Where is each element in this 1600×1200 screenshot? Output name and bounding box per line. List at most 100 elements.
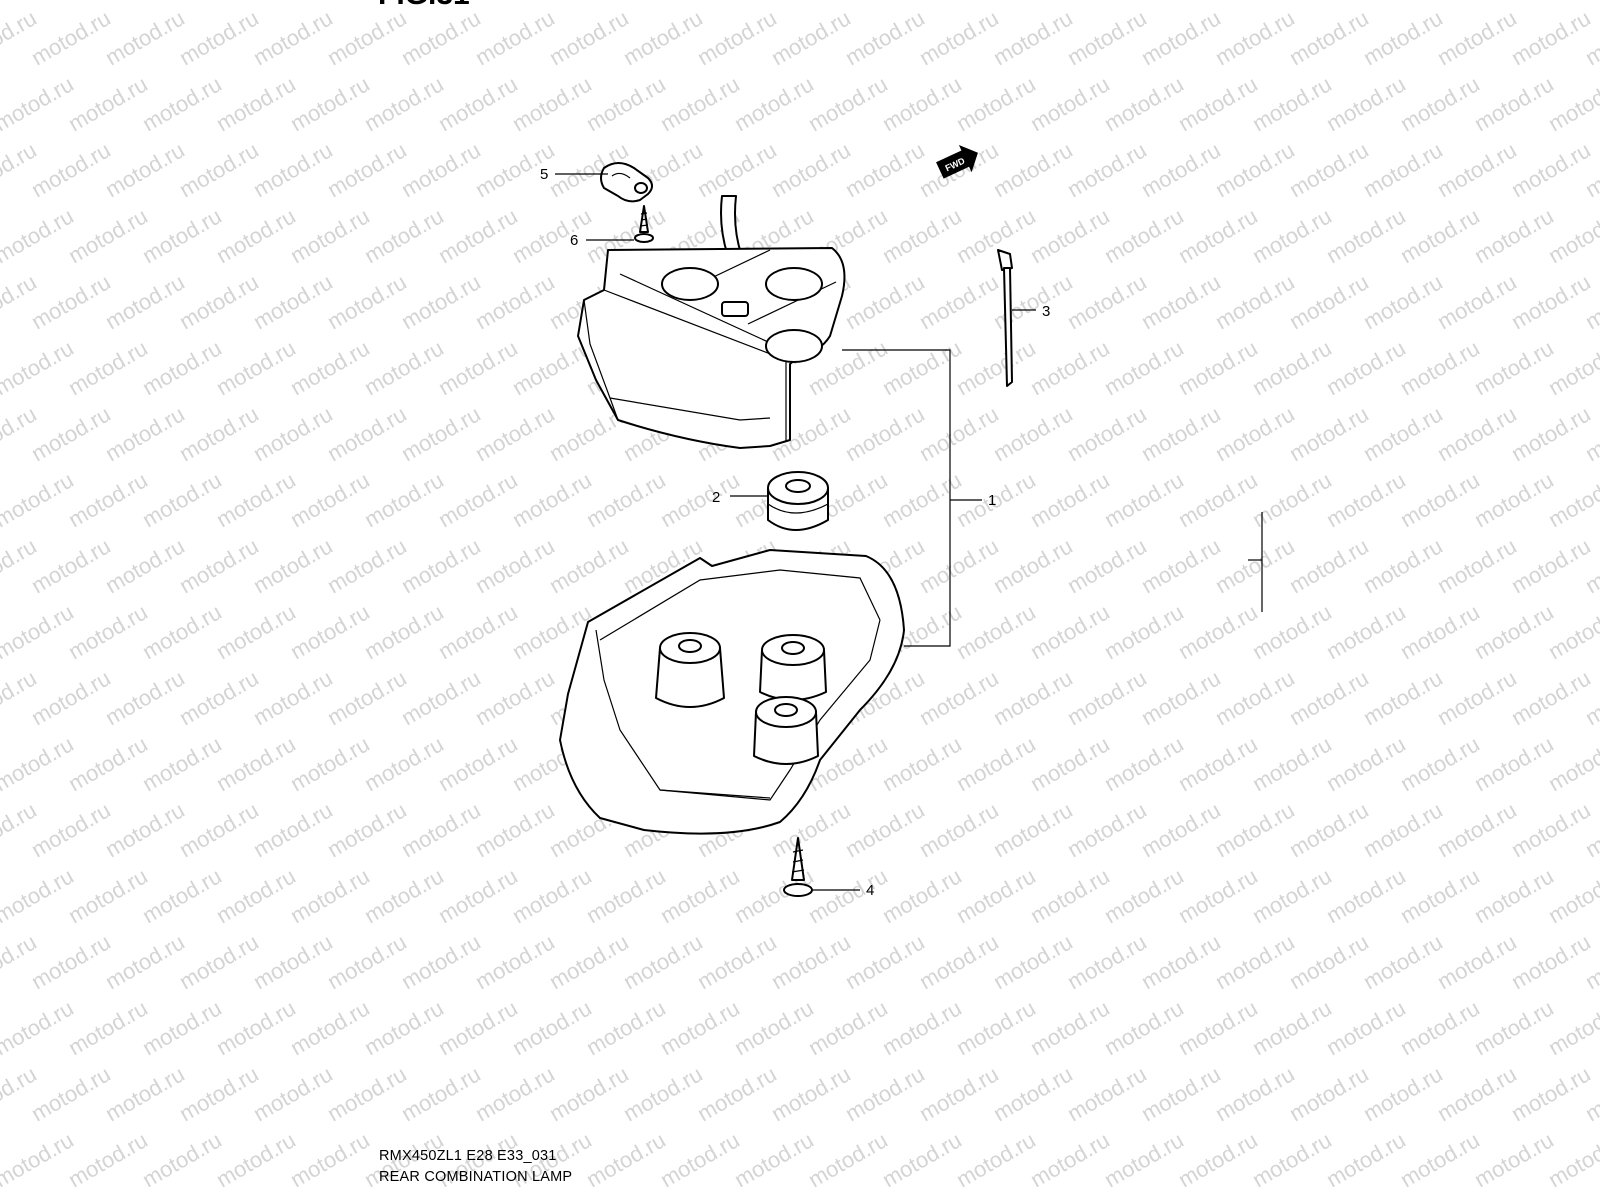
watermark-text-375: motod.ru: [989, 797, 1077, 862]
watermark-text-100: motod.ru: [138, 71, 226, 136]
watermark-text-478: motod.ru: [1507, 1061, 1595, 1126]
watermark-text-104: motod.ru: [434, 71, 522, 136]
watermark-text-243: motod.ru: [64, 467, 152, 532]
watermark-text-314: motod.ru: [27, 665, 115, 730]
watermark-text-449: motod.ru: [1100, 995, 1188, 1060]
watermark-text-124: motod.ru: [175, 137, 263, 202]
watermark-text-91: motod.ru: [1285, 5, 1373, 70]
watermark-text-303: motod.ru: [952, 599, 1040, 664]
watermark-text-207: motod.ru: [952, 335, 1040, 400]
watermark-text-359: motod.ru: [1544, 731, 1600, 796]
watermark-text-59: motod.ru: [656, 0, 744, 4]
watermark-text-352: motod.ru: [1026, 731, 1114, 796]
watermark-text-468: motod.ru: [767, 1061, 855, 1126]
watermark-text-231: motod.ru: [989, 401, 1077, 466]
watermark-text-460: motod.ru: [175, 1061, 263, 1126]
watermark-text-99: motod.ru: [64, 71, 152, 136]
watermark-text-462: motod.ru: [323, 1061, 411, 1126]
watermark-text-284: motod.ru: [1359, 533, 1447, 598]
watermark-text-256: motod.ru: [1026, 467, 1114, 532]
watermark-text-513: motod.ru: [545, 1193, 633, 1200]
watermark-text-413: motod.ru: [249, 929, 337, 994]
watermark-text-465: motod.ru: [545, 1061, 633, 1126]
watermark-text-368: motod.ru: [471, 797, 559, 862]
watermark-text-257: motod.ru: [1100, 467, 1188, 532]
watermark-text-388: motod.ru: [138, 863, 226, 928]
watermark-text-110: motod.ru: [878, 71, 966, 136]
fwd-arrow-icon: FWD: [936, 145, 978, 179]
watermark-text-482: motod.ru: [0, 1127, 78, 1192]
watermark-text-472: motod.ru: [1063, 1061, 1151, 1126]
watermark-text-246: motod.ru: [286, 467, 374, 532]
watermark-text-499: motod.ru: [1248, 1127, 1336, 1192]
watermark-text-492: motod.ru: [730, 1127, 818, 1192]
watermark-text-245: motod.ru: [212, 467, 300, 532]
watermark-text-395: motod.ru: [656, 863, 744, 928]
watermark-text-484: motod.ru: [138, 1127, 226, 1192]
watermark-text-272: motod.ru: [471, 533, 559, 598]
watermark-text-211: motod.ru: [1248, 335, 1336, 400]
watermark-text-161: motod.ru: [1100, 203, 1188, 268]
watermark-text-165: motod.ru: [1396, 203, 1484, 268]
watermark-text-340: motod.ru: [138, 731, 226, 796]
watermark-text-50: motod.ru: [0, 0, 78, 4]
watermark-text-54: motod.ru: [286, 0, 374, 4]
watermark-text-182: motod.ru: [915, 269, 1003, 334]
watermark-text-282: motod.ru: [1211, 533, 1299, 598]
watermark-text-496: motod.ru: [1026, 1127, 1114, 1192]
watermark-text-281: motod.ru: [1137, 533, 1225, 598]
watermark-text-391: motod.ru: [360, 863, 448, 928]
watermark-text-220: motod.ru: [175, 401, 263, 466]
watermark-text-471: motod.ru: [989, 1061, 1077, 1126]
watermark-text-186: motod.ru: [1211, 269, 1299, 334]
watermark-text-405: motod.ru: [1396, 863, 1484, 928]
watermark-text-357: motod.ru: [1396, 731, 1484, 796]
watermark-text-510: motod.ru: [323, 1193, 411, 1200]
watermark-text-279: motod.ru: [989, 533, 1077, 598]
watermark-text-318: motod.ru: [323, 665, 411, 730]
watermark-text-458: motod.ru: [27, 1061, 115, 1126]
watermark-text-459: motod.ru: [101, 1061, 189, 1126]
watermark-text-310: motod.ru: [1470, 599, 1558, 664]
watermark-text-448: motod.ru: [1026, 995, 1114, 1060]
watermark-text-184: motod.ru: [1063, 269, 1151, 334]
watermark-text-189: motod.ru: [1433, 269, 1521, 334]
watermark-text-429: motod.ru: [1433, 929, 1521, 994]
watermark-text-115: motod.ru: [1248, 71, 1336, 136]
watermark-text-286: motod.ru: [1507, 533, 1595, 598]
watermark-text-153: motod.ru: [508, 203, 596, 268]
watermark-text-86: motod.ru: [915, 5, 1003, 70]
watermark-text-461: motod.ru: [249, 1061, 337, 1126]
watermark-text-425: motod.ru: [1137, 929, 1225, 994]
watermark-text-107: motod.ru: [656, 71, 744, 136]
watermark-text-262: motod.ru: [1470, 467, 1558, 532]
callout-4: 4: [866, 882, 874, 899]
watermark-text-85: motod.ru: [841, 5, 929, 70]
watermark-text-485: motod.ru: [212, 1127, 300, 1192]
watermark-text-84: motod.ru: [767, 5, 855, 70]
watermark-text-452: motod.ru: [1322, 995, 1410, 1060]
watermark-text-198: motod.ru: [286, 335, 374, 400]
watermark-text-438: motod.ru: [286, 995, 374, 1060]
watermark-text-141: motod.ru: [1433, 137, 1521, 202]
watermark-text-436: motod.ru: [138, 995, 226, 1060]
watermark-text-136: motod.ru: [1063, 137, 1151, 202]
watermark-text-81: motod.ru: [545, 5, 633, 70]
watermark-text-328: motod.ru: [1063, 665, 1151, 730]
watermark-text-185: motod.ru: [1137, 269, 1225, 334]
watermark-text-466: motod.ru: [619, 1061, 707, 1126]
watermark-text-439: motod.ru: [360, 995, 448, 1060]
watermark-text-320: motod.ru: [471, 665, 559, 730]
watermark-text-493: motod.ru: [804, 1127, 892, 1192]
watermark-text-80: motod.ru: [471, 5, 559, 70]
watermark-text-102: motod.ru: [286, 71, 374, 136]
watermark-text-379: motod.ru: [1285, 797, 1373, 862]
watermark-text-502: motod.ru: [1470, 1127, 1558, 1192]
watermark-text-474: motod.ru: [1211, 1061, 1299, 1126]
watermark-text-280: motod.ru: [1063, 533, 1151, 598]
watermark-text-244: motod.ru: [138, 467, 226, 532]
watermark-text-380: motod.ru: [1359, 797, 1447, 862]
watermark-text-427: motod.ru: [1285, 929, 1373, 994]
watermark-text-117: motod.ru: [1396, 71, 1484, 136]
watermark-text-64: motod.ru: [1026, 0, 1114, 4]
